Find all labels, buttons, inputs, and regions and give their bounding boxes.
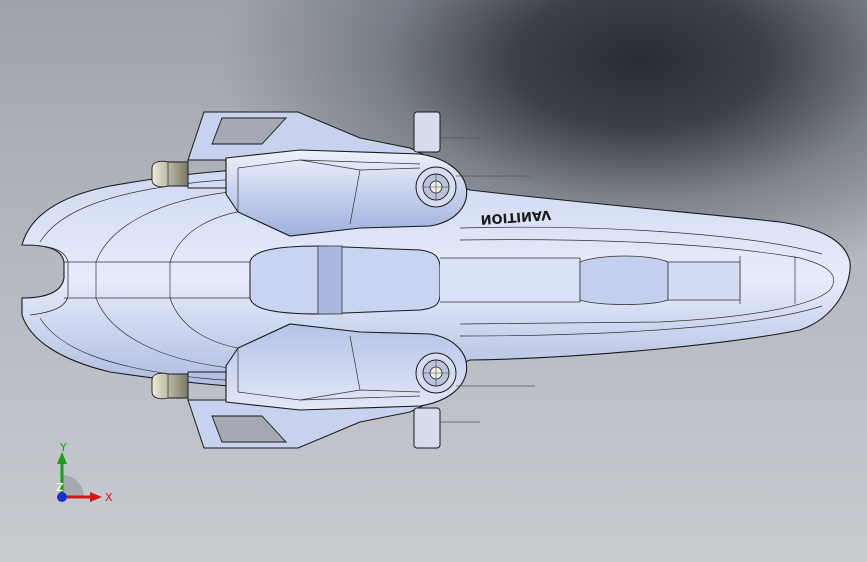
lower-fin-cutout <box>211 415 288 443</box>
lower-strut <box>413 407 441 449</box>
z-axis-label: Z <box>56 481 64 494</box>
tail-contour <box>459 226 823 255</box>
upper-engine-pod <box>225 149 468 237</box>
z-axis-dot <box>57 492 67 502</box>
upper-fin-cutout <box>211 117 288 145</box>
spine-panel <box>579 255 669 305</box>
contour-line <box>95 191 231 263</box>
view-orientation-triad[interactable]: Y X Z <box>48 440 118 510</box>
upper-intake-fan <box>415 166 457 208</box>
x-axis-label: X <box>105 491 113 504</box>
lower-engine-pod <box>225 323 468 411</box>
y-axis-arrowhead <box>57 452 67 464</box>
tail-contour <box>459 305 823 337</box>
tail-contour <box>459 239 835 325</box>
upper-thruster-nozzle <box>151 160 189 188</box>
pod-panel-line <box>299 159 421 225</box>
cockpit-frame <box>317 245 343 315</box>
x-axis-arrowhead <box>90 492 102 502</box>
triad-plane-wedge <box>62 475 84 497</box>
lower-intake-fan <box>415 352 457 394</box>
y-axis-label: Y <box>59 441 67 454</box>
pod-panel-line <box>299 335 421 401</box>
lower-thruster-nozzle <box>151 372 189 400</box>
upper-strut <box>413 111 441 153</box>
hull-lettering: NOITINAV <box>480 207 551 227</box>
spine-panel <box>440 257 581 303</box>
spine-panel <box>667 261 741 301</box>
nose-notch-line <box>29 244 69 316</box>
cockpit-canopy <box>249 245 441 315</box>
contour-line <box>95 297 231 369</box>
